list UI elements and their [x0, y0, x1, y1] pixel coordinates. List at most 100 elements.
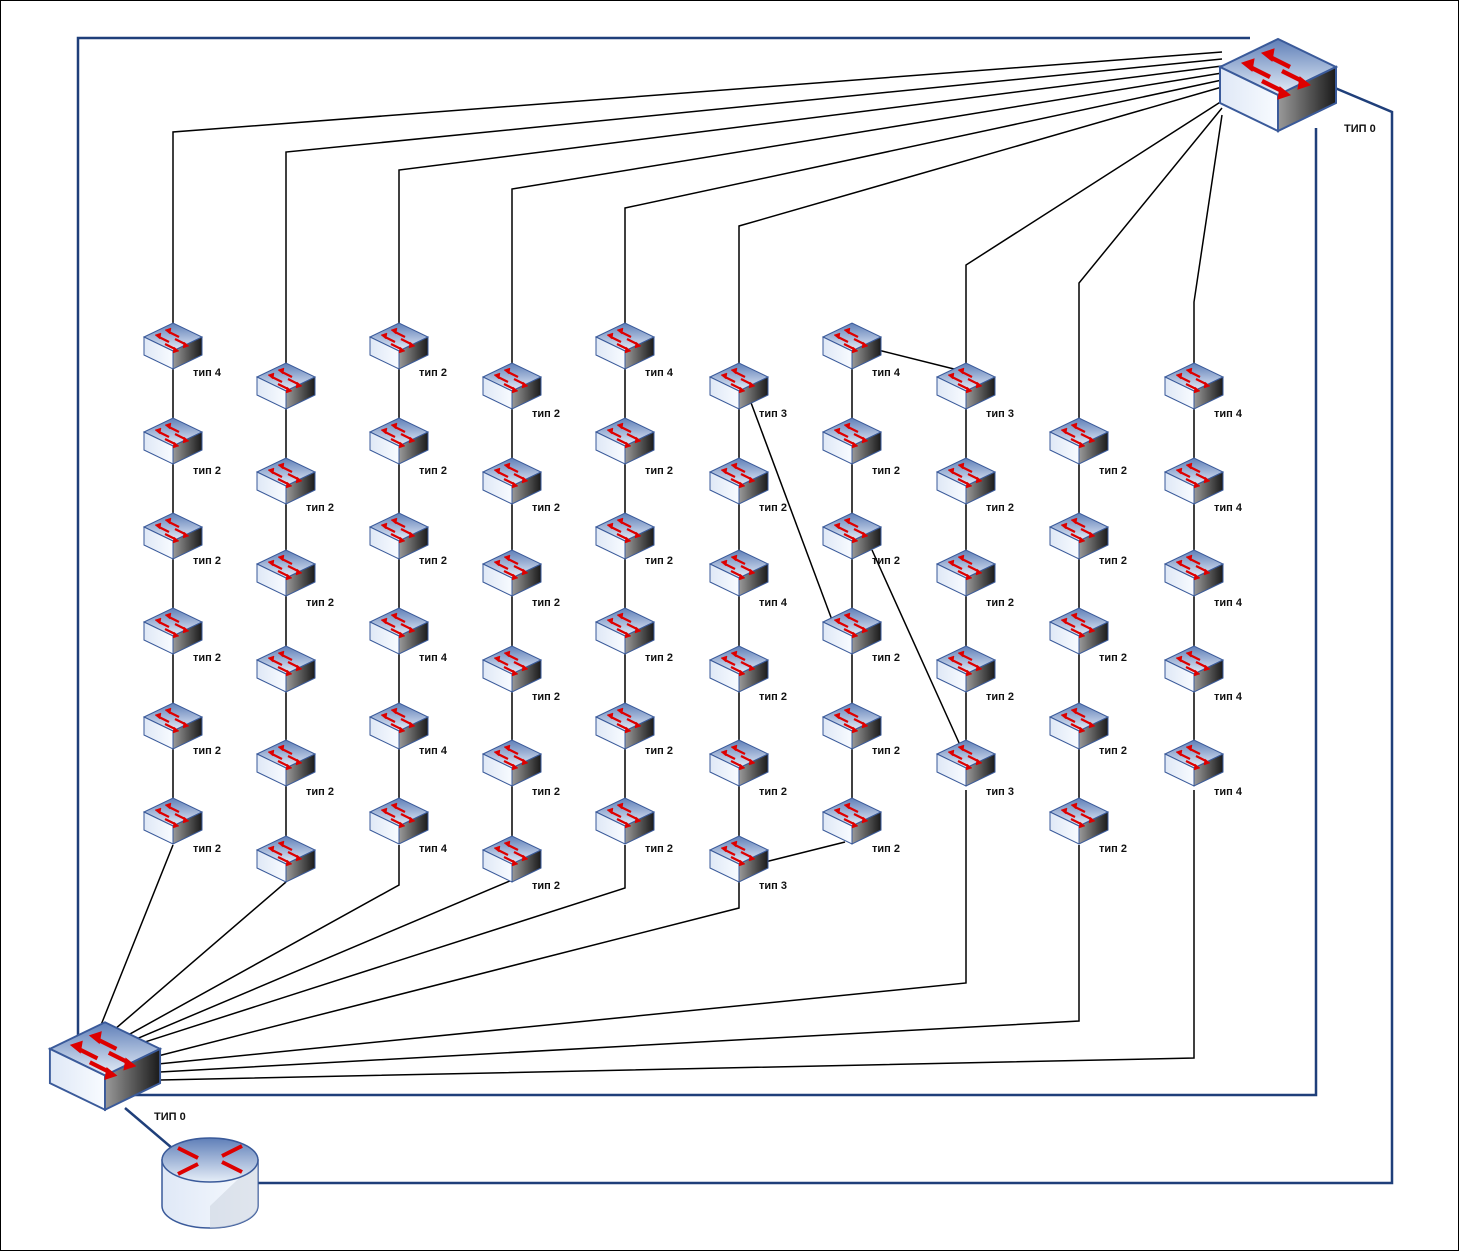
switch[interactable] — [708, 456, 770, 506]
switch[interactable] — [1048, 416, 1110, 466]
switch-type-label: тип 4 — [419, 745, 448, 757]
switch[interactable] — [481, 644, 543, 694]
switch[interactable] — [255, 738, 317, 788]
switch[interactable] — [255, 548, 317, 598]
router[interactable] — [161, 1137, 259, 1229]
switch[interactable] — [594, 416, 656, 466]
switch-type-label: тип 2 — [1099, 555, 1127, 567]
cross-link — [764, 841, 846, 863]
switch[interactable] — [142, 701, 204, 751]
switch[interactable] — [708, 738, 770, 788]
switch[interactable] — [821, 416, 883, 466]
switch[interactable] — [821, 606, 883, 656]
uplink — [172, 51, 1223, 345]
switch[interactable] — [821, 701, 883, 751]
switch-type-label: тип 4 — [1214, 597, 1243, 609]
switch[interactable] — [708, 361, 770, 411]
switch-type-label: тип 2 — [986, 597, 1014, 609]
switch[interactable] — [594, 796, 656, 846]
switch[interactable] — [368, 701, 430, 751]
switch-type-label: тип 4 — [1214, 691, 1243, 703]
switch-type-label: тип 2 — [645, 465, 673, 477]
switch[interactable] — [142, 416, 204, 466]
switch[interactable] — [255, 361, 317, 411]
core-switch-bottom-label: ТИП 0 — [154, 1111, 186, 1123]
switch[interactable] — [935, 361, 997, 411]
downlink — [99, 881, 287, 1043]
switch-type-label: тип 3 — [986, 786, 1014, 798]
switch-type-label: тип 2 — [759, 502, 787, 514]
switch-type-label: тип 2 — [419, 465, 447, 477]
switch[interactable] — [935, 644, 997, 694]
downlink — [149, 880, 740, 1059]
switch[interactable] — [255, 456, 317, 506]
switch[interactable] — [142, 606, 204, 656]
downlink — [114, 879, 513, 1049]
switch-type-label: тип 4 — [1214, 502, 1243, 514]
switch[interactable] — [1163, 361, 1225, 411]
uplink — [1078, 107, 1223, 440]
switch[interactable] — [481, 738, 543, 788]
switch[interactable] — [1048, 701, 1110, 751]
switch[interactable] — [481, 456, 543, 506]
uplink — [511, 72, 1223, 385]
switch[interactable] — [368, 796, 430, 846]
switch-type-label: тип 2 — [986, 691, 1014, 703]
switch-type-label: тип 3 — [759, 408, 787, 420]
switch[interactable] — [1163, 456, 1225, 506]
switch[interactable] — [708, 548, 770, 598]
switch-type-label: тип 2 — [532, 597, 560, 609]
switch[interactable] — [821, 796, 883, 846]
uplink — [624, 79, 1223, 345]
switch[interactable] — [935, 548, 997, 598]
switch-type-label: тип 2 — [645, 843, 673, 855]
switch[interactable] — [1163, 644, 1225, 694]
switch-type-label: тип 2 — [306, 786, 334, 798]
switch[interactable] — [368, 511, 430, 561]
switch[interactable] — [935, 456, 997, 506]
switch-type-label: тип 2 — [532, 880, 560, 892]
switch[interactable] — [935, 738, 997, 788]
switch[interactable] — [368, 606, 430, 656]
switch[interactable] — [594, 701, 656, 751]
switch-type-label: тип 2 — [193, 652, 221, 664]
switch[interactable] — [594, 606, 656, 656]
switch[interactable] — [481, 361, 543, 411]
switch-type-label: тип 2 — [532, 502, 560, 514]
switch[interactable] — [255, 644, 317, 694]
switch-type-label: тип 2 — [645, 555, 673, 567]
switch[interactable] — [1048, 796, 1110, 846]
switch-type-label: тип 2 — [306, 502, 334, 514]
uplink — [738, 86, 1223, 385]
switch[interactable] — [1048, 606, 1110, 656]
core-switch-top-label: ТИП 0 — [1344, 123, 1376, 135]
switch[interactable] — [142, 511, 204, 561]
downlink — [94, 844, 174, 1041]
switch-type-label: тип 2 — [872, 843, 900, 855]
switch-type-label: тип 2 — [419, 367, 447, 379]
switch-type-label: тип 4 — [759, 597, 788, 609]
switch[interactable] — [481, 548, 543, 598]
trunk-link — [258, 86, 1394, 1185]
switch[interactable] — [1163, 738, 1225, 788]
router-arrows-icon — [177, 1144, 243, 1176]
router-link — [124, 1107, 173, 1149]
switch[interactable] — [1163, 548, 1225, 598]
switch[interactable] — [368, 321, 430, 371]
switch[interactable] — [1048, 511, 1110, 561]
switch[interactable] — [708, 834, 770, 884]
downlink — [109, 845, 400, 1046]
switch[interactable] — [368, 416, 430, 466]
switch-type-label: тип 2 — [1099, 652, 1127, 664]
core-switch-top[interactable] — [1220, 39, 1336, 131]
switch[interactable] — [481, 834, 543, 884]
switch[interactable] — [142, 796, 204, 846]
switch[interactable] — [594, 321, 656, 371]
switch[interactable] — [708, 644, 770, 694]
switch[interactable] — [142, 321, 204, 371]
switch-type-label: тип 2 — [1099, 465, 1127, 477]
switch[interactable] — [821, 321, 883, 371]
switch[interactable] — [594, 511, 656, 561]
switch[interactable] — [255, 834, 317, 884]
